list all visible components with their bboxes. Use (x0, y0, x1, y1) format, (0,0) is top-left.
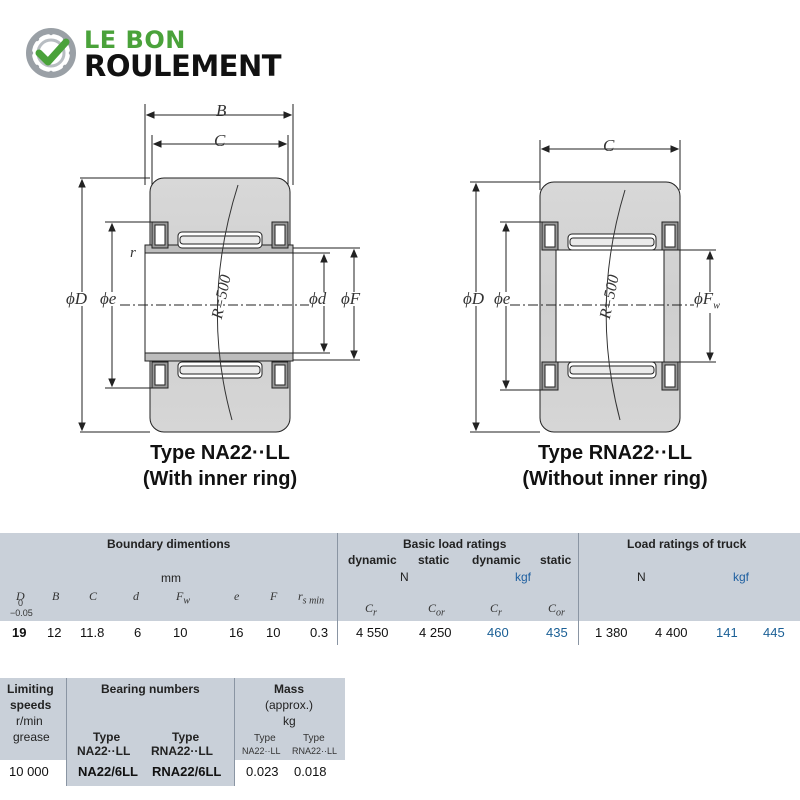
dim-d-outer-label: ϕD (66, 289, 88, 308)
value-b: 12 (47, 625, 62, 640)
speeds-label: speeds (10, 698, 52, 712)
value-e: 16 (229, 625, 244, 640)
mass-header: Mass (274, 682, 305, 696)
dim-c-label: C (214, 131, 226, 150)
value-bearing-na: NA22/6LL (78, 764, 138, 779)
type-rna22-ll: RNA22··LL (151, 744, 213, 758)
static-label: static (540, 553, 572, 567)
bearing-check-icon (26, 28, 76, 78)
type-na22-ll: NA22··LL (77, 744, 131, 758)
basic-load-ratings-header: Basic load ratings (403, 537, 507, 551)
boundary-dimensions-header: Boundary dimentions (107, 537, 231, 551)
dim-e-label: ϕe (494, 289, 511, 308)
value-cor-kgf: 435 (546, 625, 568, 640)
bearing-numbers-table: Limiting speeds r/min grease Bearing num… (0, 678, 345, 786)
dim-d-inner-label: ϕd (309, 289, 327, 308)
dim-r-label: r (130, 245, 136, 261)
bearing-numbers-header: Bearing numbers (101, 682, 200, 696)
value-mass-rna: 0.018 (294, 764, 327, 779)
value-limiting-speed: 10 000 (9, 764, 49, 779)
dim-b-label: B (216, 101, 227, 120)
sym-cr: Cr (365, 601, 377, 619)
dim-e-label: ϕe (100, 289, 117, 308)
value-truck-n-2: 4 400 (655, 625, 688, 640)
dim-fw-label: ϕFw (694, 289, 720, 314)
mass-type-na: Type (254, 733, 276, 744)
value-d-outer: 19 (12, 625, 27, 640)
brand-line-1: LE BON (84, 26, 186, 54)
limiting-label: Limiting (7, 682, 54, 696)
brand-logo: LE BON ROULEMENT (24, 26, 304, 84)
sym-cor: Cor (548, 601, 565, 619)
dynamic-label: dynamic (348, 553, 397, 567)
sym-c: C (89, 589, 98, 603)
mass-type-rna: Type (303, 733, 325, 744)
sym-cr: Cr (490, 601, 502, 619)
value-fw: 10 (173, 625, 188, 640)
sym-e: e (234, 589, 240, 603)
sym-cor: Cor (428, 601, 445, 619)
value-d-inner: 6 (134, 625, 142, 640)
sym-d-outer: D (16, 589, 25, 603)
mass-unit-kg: kg (283, 714, 296, 728)
mass-na22-ll: NA22··LL (242, 746, 281, 756)
sym-d-tolerance-top: 0 (18, 598, 24, 608)
value-mass-na: 0.023 (246, 764, 279, 779)
static-label: static (418, 553, 450, 567)
unit-kgf: kgf (515, 570, 532, 584)
na22-caption-title: Type NA22··LL (150, 442, 290, 464)
dynamic-label: dynamic (472, 553, 521, 567)
mass-rna22-ll: RNA22··LL (292, 746, 338, 756)
grease-label: grease (13, 730, 50, 744)
sym-b: B (52, 589, 60, 603)
specifications-table: Boundary dimentions mm Basic load rating… (0, 533, 800, 645)
type-label-na: Type (93, 730, 121, 744)
value-c: 11.8 (80, 625, 105, 640)
bearing-drawings-svg (78, 104, 716, 433)
value-truck-kgf-2: 445 (763, 625, 785, 640)
truck-load-ratings-header: Load ratings of truck (627, 537, 747, 551)
na22-bearing-drawing (78, 104, 360, 433)
dim-f-label: ϕF (341, 289, 361, 308)
truck-unit-kgf: kgf (733, 570, 750, 584)
value-bearing-rna: RNA22/6LL (152, 764, 222, 779)
value-rs-min: 0.3 (310, 625, 329, 640)
value-cr-kgf: 460 (487, 625, 509, 640)
value-truck-n-1: 1 380 (595, 625, 628, 640)
na22-caption-subtitle: (With inner ring) (142, 468, 298, 490)
value-cr-n: 4 550 (356, 625, 389, 640)
rna22-caption-subtitle: (Without inner ring) (522, 468, 708, 490)
rna22-bearing-drawing (470, 140, 716, 433)
rna22-caption-title: Type RNA22··LL (537, 442, 693, 464)
dim-d-outer-label: ϕD (463, 289, 485, 308)
unit-n: N (400, 570, 409, 584)
type-label-rna: Type (172, 730, 200, 744)
truck-unit-n: N (637, 570, 646, 584)
boundary-unit-mm: mm (161, 571, 181, 585)
mass-approx: (approx.) (265, 698, 314, 712)
brand-line-2: ROULEMENT (84, 49, 282, 83)
sym-d-tolerance-bottom: −0.05 (10, 608, 33, 618)
dim-c-label: C (603, 136, 615, 155)
sym-fw: Fw (176, 589, 191, 607)
value-cor-n: 4 250 (419, 625, 452, 640)
value-f: 10 (266, 625, 281, 640)
technical-drawings: B C r ϕD ϕe ϕd ϕF R=500 C ϕD ϕe ϕFw R=50… (0, 90, 800, 500)
rmin-label: r/min (16, 714, 43, 728)
value-truck-kgf-1: 141 (716, 625, 738, 640)
sym-rs-min: rs min (298, 589, 325, 607)
sym-f: F (270, 589, 278, 603)
sym-d-inner: d (133, 589, 139, 603)
